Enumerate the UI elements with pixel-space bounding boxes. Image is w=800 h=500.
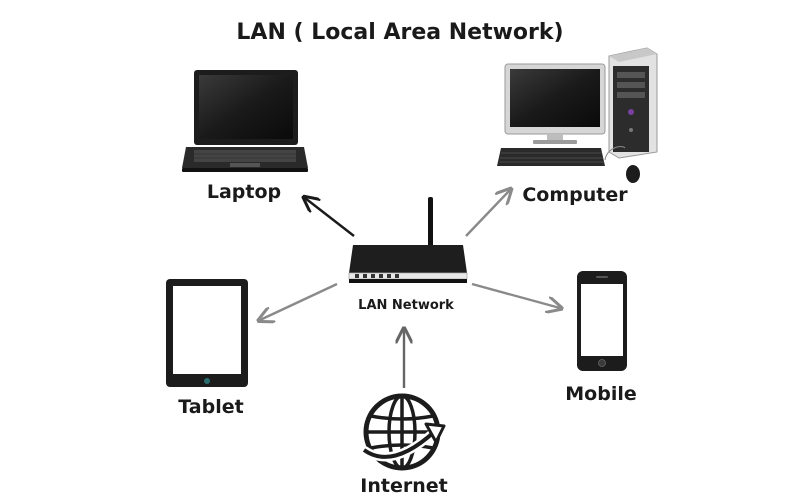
router-label: LAN Network	[358, 298, 454, 313]
router-icon	[348, 197, 468, 283]
tablet-label: Tablet	[178, 396, 244, 418]
tablet-icon	[166, 279, 248, 387]
desktop-computer-icon	[497, 47, 658, 183]
arrow-router-to-laptop	[305, 198, 355, 237]
internet-label: Internet	[360, 475, 448, 497]
mobile-label: Mobile	[565, 383, 637, 405]
internet-globe-icon	[361, 393, 446, 471]
diagram-title: LAN ( Local Area Network)	[236, 20, 564, 45]
arrow-router-to-tablet	[260, 282, 338, 320]
computer-label: Computer	[522, 184, 628, 206]
laptop-label: Laptop	[206, 181, 282, 203]
arrow-router-to-computer	[465, 190, 510, 237]
laptop-icon	[182, 70, 308, 172]
arrow-router-to-mobile	[471, 282, 560, 308]
mobile-phone-icon	[577, 271, 627, 371]
